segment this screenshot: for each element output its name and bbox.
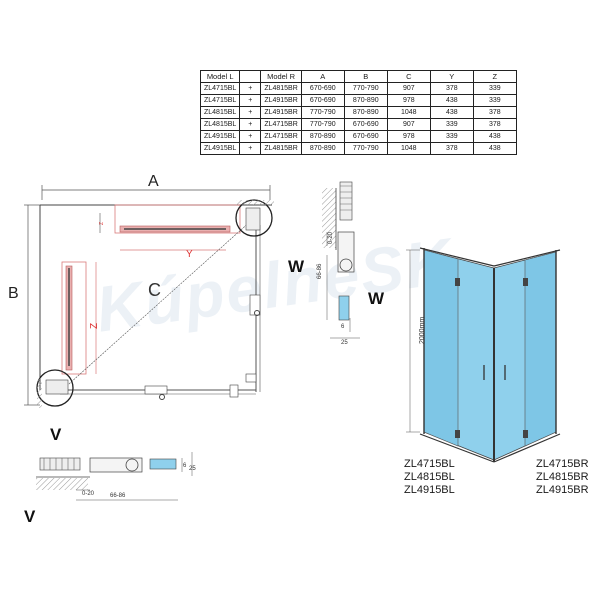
detail-v-range: 0-20 [82,491,95,497]
detail-v-25: 25 [189,466,196,472]
model-list-left: ZL4715BL ZL4815BL ZL4915BL [404,458,455,497]
door-panel-left [61,261,97,375]
label-b: B [8,285,19,302]
model-right-item: ZL4915BR [536,484,589,496]
table-row: ZL4715BL + ZL4815BR 670-690 770-790 907 … [199,82,517,95]
detail-w-drawing [322,181,360,339]
dimension-b [24,204,40,406]
table-row: ZL4815BL + ZL4715BR 770-790 670-690 907 … [199,118,517,131]
cell-model-l: ZL4915BL [199,142,241,155]
cell-b: 770-790 [343,142,388,155]
model-left-item: ZL4715BL [404,458,455,470]
model-left-item: ZL4915BL [404,484,455,496]
spec-table: Model L Model R A B C Y Z ZL4715BL + ZL4… [199,70,517,155]
dimension-a [41,185,271,200]
marker-w: W [288,257,305,276]
cell-a: 870-890 [300,142,345,155]
model-right-item: ZL4715BR [536,458,589,470]
marker-v: V [50,425,62,444]
label-z: Z [89,323,100,329]
model-left-item: ZL4815BL [404,471,455,483]
elevation-drawing [406,247,561,463]
diagonal-c [59,219,253,393]
detail-w-6: 6 [341,324,345,330]
profile-bottom [60,373,257,400]
detail-w-25: 25 [341,340,348,346]
model-list-right: ZL4715BR ZL4815BR ZL4915BR [536,458,589,497]
table-row: ZL4915BL + ZL4715BR 870-890 670-690 978 … [199,130,517,143]
table-row: ZL4715BL + ZL4915BR 670-690 870-890 978 … [199,94,517,107]
detail-v-drawing [36,452,193,501]
cell-z: 438 [472,142,517,155]
cell-model-r: ZL4815BR [260,142,302,155]
cell-z: 378 [472,106,517,119]
profile-right [249,225,261,392]
callout-bottom-left [36,369,74,408]
cell-model-r: ZL4715BR [260,118,302,131]
label-c: C [148,280,161,300]
detail-v-width: 66-86 [110,493,126,499]
detail-w-range: 0-20 [328,231,334,244]
detail-v-label: V [24,507,36,526]
detail-v-6: 6 [183,463,187,469]
table-row: ZL4815BL + ZL4915BR 770-790 870-890 1048… [199,106,517,119]
label-y: Y [186,249,193,260]
callout-top-right [235,199,274,237]
detail-w-width: 66-86 [317,263,323,279]
cell-plus: + [239,142,261,155]
label-a: A [148,173,159,190]
svg-text:Z: Z [99,222,105,225]
model-right-item: ZL4815BR [536,471,589,483]
table-row: ZL4915BL + ZL4815BR 870-890 770-790 1048… [199,142,517,155]
elevation-height: 2000mm [419,317,426,344]
elevation-w-label: W [368,289,385,308]
door-panel-top: Z [99,204,241,251]
